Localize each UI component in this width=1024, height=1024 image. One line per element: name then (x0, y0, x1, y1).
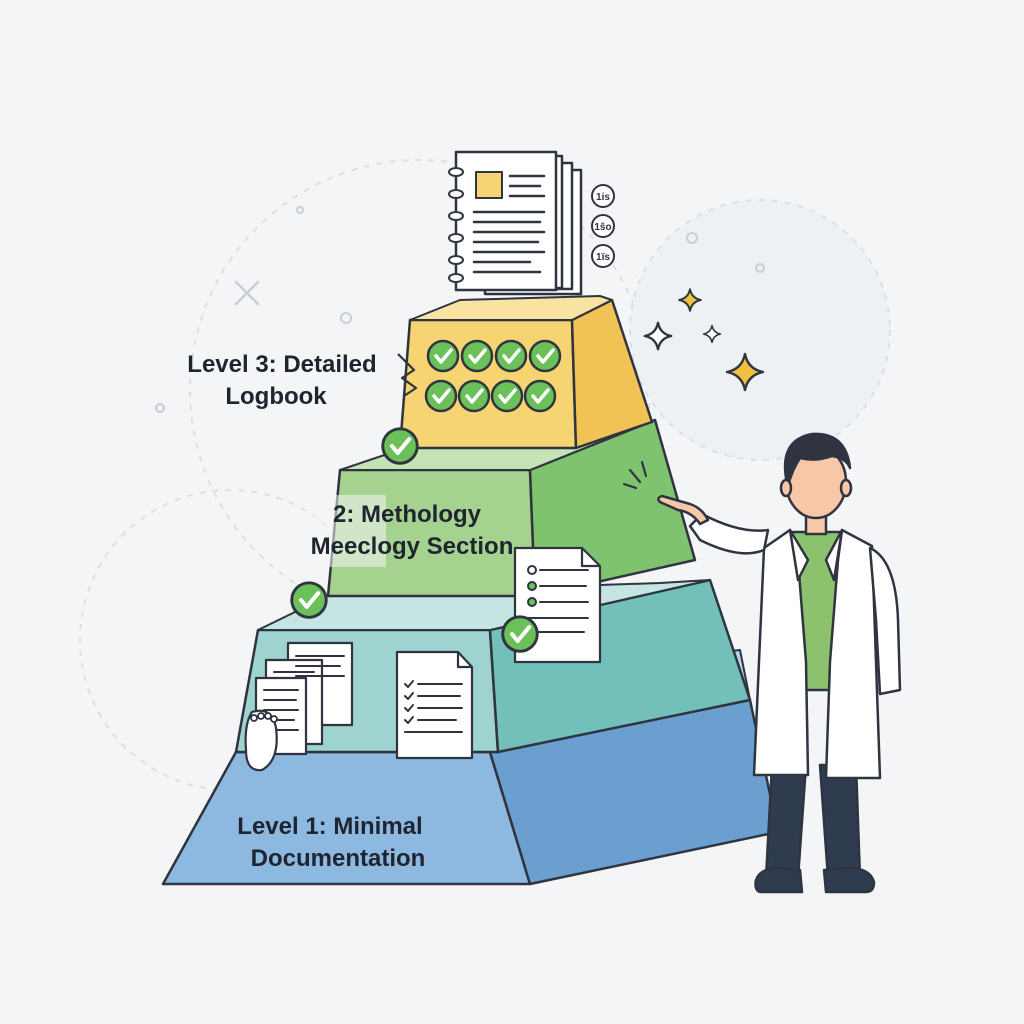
footprint-icon (244, 709, 278, 772)
badge-text: 1ïs (596, 252, 610, 263)
level-2-label-line-1: 2: Methology (333, 501, 482, 528)
check-icon (523, 379, 557, 413)
check-icon (528, 339, 562, 373)
dashed-circle (629, 199, 891, 461)
check-icon (494, 339, 528, 373)
check-icon (457, 379, 491, 413)
document-stack-icon (254, 641, 354, 756)
level-1-label-line-1: Level 1: Minimal (237, 813, 422, 840)
sparkle-icon (725, 352, 765, 392)
callout-pointer (397, 353, 418, 397)
badge-text: 1ŝo (594, 222, 611, 233)
check-icon (503, 617, 538, 652)
level-3-label-line-2: Logbook (225, 383, 327, 410)
level-2-label-line-2: Meeclogy Section (311, 533, 514, 560)
check-icon (460, 339, 494, 373)
scientist-figure (622, 432, 902, 894)
pointing-marks (622, 460, 648, 490)
check-icon (383, 429, 418, 464)
level-3-label: Level 3: Detailed Logbook (187, 351, 376, 410)
check-icon (292, 583, 327, 618)
level-1-label-line-2: Documentation (251, 845, 426, 872)
level-2-label: 2: Methology Meeclogy Section (310, 495, 513, 567)
badge-text: 1is (596, 192, 610, 203)
notebook-icon (448, 150, 583, 296)
check-icon (424, 379, 458, 413)
badge-column: 1is 1ŝo 1ïs (591, 184, 615, 268)
badge: 1ŝo (591, 214, 615, 238)
sparkle-icons (643, 288, 765, 392)
level-3-label-line-1: Level 3: Detailed (187, 351, 376, 378)
pyramid-level-3 (398, 295, 654, 450)
check-icon (490, 379, 524, 413)
check-icon (426, 339, 460, 373)
level-1-label: Level 1: Minimal Documentation (237, 813, 425, 872)
badge: 1ïs (591, 244, 615, 268)
cross-icon (234, 280, 260, 306)
checklist-document-icon (395, 650, 474, 760)
badge: 1is (591, 184, 615, 208)
sparkle-icon (678, 288, 702, 312)
